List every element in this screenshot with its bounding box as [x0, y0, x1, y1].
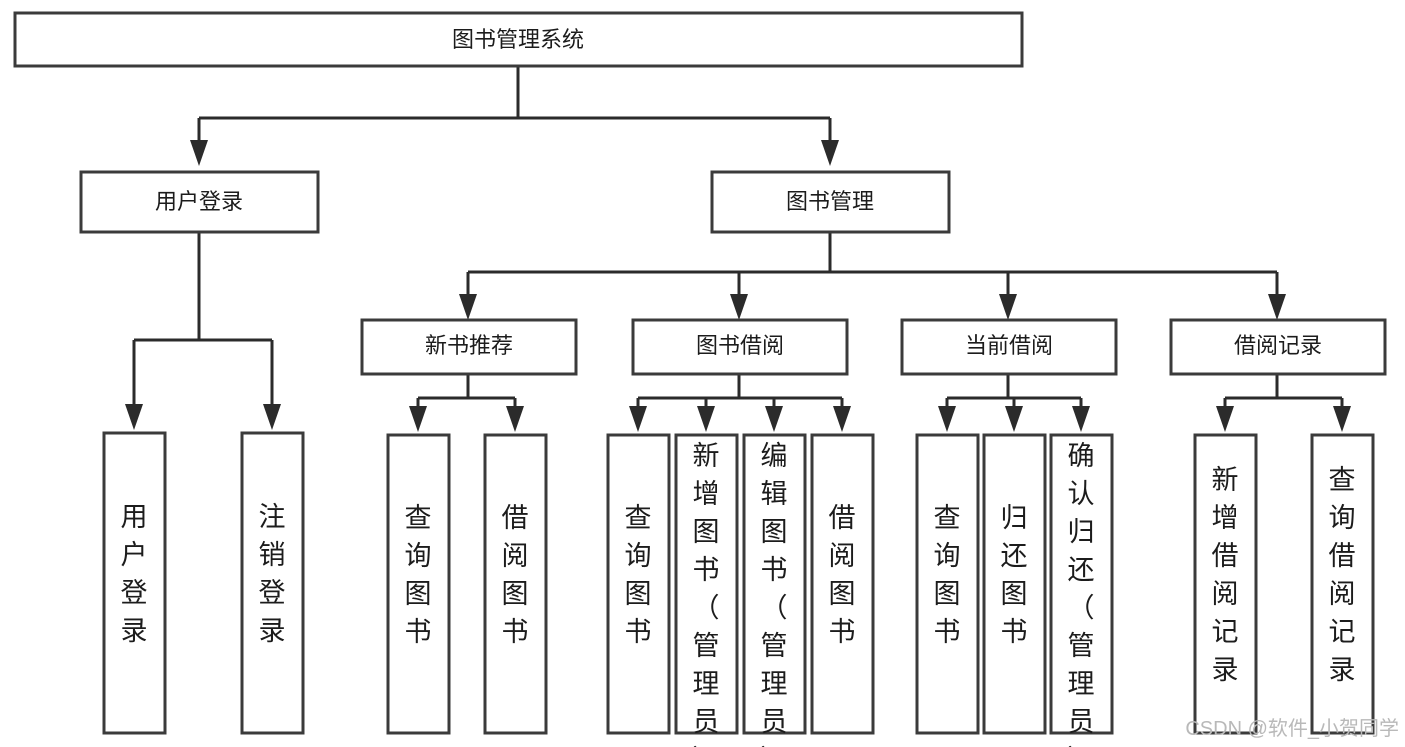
- connector-group-user-login: [125, 232, 281, 430]
- node-book-manage[interactable]: 图书管理: [710, 170, 951, 234]
- node-leaf-return-book-box[interactable]: [982, 433, 1047, 735]
- node-current-borrow-label: 当前借阅: [965, 333, 1053, 358]
- arrow-head-book-manage: [821, 140, 839, 166]
- arrow-head-book-borrow: [730, 294, 748, 320]
- arrow-head-leaf-confirm-return: [1072, 406, 1090, 432]
- node-root-box[interactable]: [13, 11, 1024, 68]
- node-current-borrow-box[interactable]: [900, 318, 1118, 376]
- node-leaf-return-book-label: 归还图书: [1001, 503, 1028, 647]
- node-leaf-query-record-label: 查询借阅记录: [1329, 465, 1356, 685]
- connector-group-borrow-record: [1216, 374, 1351, 432]
- node-leaf-query-book-3-box[interactable]: [915, 433, 980, 735]
- arrow-head-leaf-add-record: [1216, 406, 1234, 432]
- node-leaf-borrow-book-1-label: 借阅图书: [502, 503, 529, 647]
- node-user-login-label: 用户登录: [155, 189, 243, 214]
- arrow-head-borrow-record: [1268, 294, 1286, 320]
- node-leaf-borrow-book-1-box[interactable]: [483, 433, 548, 735]
- node-leaf-query-book-1-box[interactable]: [386, 433, 451, 735]
- node-leaf-borrow-book-2-label: 借阅图书: [829, 503, 856, 647]
- node-book-manage-box[interactable]: [710, 170, 951, 234]
- arrow-head-leaf-query-book-2: [629, 406, 647, 432]
- node-leaf-user-login-box[interactable]: [102, 431, 167, 735]
- arrow-head-new-book-recommend: [459, 294, 477, 320]
- node-leaf-query-book-2-label: 查询图书: [625, 503, 652, 647]
- node-new-book-recommend[interactable]: 新书推荐: [360, 318, 578, 376]
- node-leaf-add-record[interactable]: 新增借阅记录: [1193, 433, 1258, 735]
- node-leaf-add-book-box[interactable]: [674, 433, 739, 735]
- node-book-borrow-label: 图书借阅: [696, 333, 784, 358]
- node-root[interactable]: 图书管理系统: [13, 11, 1024, 68]
- node-leaf-confirm-return-box[interactable]: [1049, 433, 1114, 735]
- node-leaf-add-record-label: 新增借阅记录: [1212, 465, 1239, 685]
- node-leaf-return-book[interactable]: 归还图书: [982, 433, 1047, 735]
- connector-group-current-borrow: [938, 374, 1090, 432]
- node-borrow-record[interactable]: 借阅记录: [1169, 318, 1387, 376]
- node-new-book-recommend-label: 新书推荐: [425, 333, 513, 358]
- node-leaf-query-book-3[interactable]: 查询图书: [915, 433, 980, 735]
- arrow-head-user-login: [190, 140, 208, 166]
- node-leaf-query-book-2[interactable]: 查询图书: [606, 433, 671, 735]
- node-leaf-user-login[interactable]: 用户登录: [102, 431, 167, 735]
- node-leaf-borrow-book-1[interactable]: 借阅图书: [483, 433, 548, 735]
- arrow-head-leaf-user-login: [125, 404, 143, 430]
- arrow-head-leaf-query-record: [1333, 406, 1351, 432]
- node-book-borrow[interactable]: 图书借阅: [631, 318, 849, 376]
- node-book-manage-label: 图书管理: [786, 189, 874, 214]
- node-leaf-edit-book-label: 编辑图书（管理员）: [761, 441, 788, 747]
- node-current-borrow[interactable]: 当前借阅: [900, 318, 1118, 376]
- node-borrow-record-label: 借阅记录: [1234, 333, 1322, 358]
- arrow-head-leaf-borrow-book-2: [833, 406, 851, 432]
- node-leaf-query-book-1-label: 查询图书: [405, 503, 432, 647]
- arrow-head-leaf-edit-book: [765, 406, 783, 432]
- node-leaf-add-book-label: 新增图书（管理员）: [693, 441, 720, 747]
- arrow-head-leaf-query-book-3: [938, 406, 956, 432]
- arrow-head-leaf-return-book: [1005, 406, 1023, 432]
- node-borrow-record-box[interactable]: [1169, 318, 1387, 376]
- arrow-head-leaf-add-book: [697, 406, 715, 432]
- node-leaf-edit-book[interactable]: 编辑图书（管理员）: [742, 433, 807, 747]
- node-book-borrow-box[interactable]: [631, 318, 849, 376]
- node-leaf-query-book-2-box[interactable]: [606, 433, 671, 735]
- node-leaf-add-book[interactable]: 新增图书（管理员）: [674, 433, 739, 747]
- connector-group-book-borrow: [629, 374, 851, 432]
- arrow-head-leaf-borrow-book-1: [506, 406, 524, 432]
- node-leaf-user-logout[interactable]: 注销登录: [240, 431, 305, 735]
- node-leaf-borrow-book-2[interactable]: 借阅图书: [810, 433, 875, 735]
- node-leaf-query-book-3-label: 查询图书: [934, 503, 961, 647]
- node-leaf-borrow-book-2-box[interactable]: [810, 433, 875, 735]
- arrow-head-current-borrow: [999, 294, 1017, 320]
- arrow-head-leaf-query-book-1: [409, 406, 427, 432]
- node-leaf-query-book-1[interactable]: 查询图书: [386, 433, 451, 735]
- node-leaf-user-logout-box[interactable]: [240, 431, 305, 735]
- connector-group-root: [190, 66, 839, 166]
- node-new-book-recommend-box[interactable]: [360, 318, 578, 376]
- node-user-login-box[interactable]: [79, 170, 320, 234]
- connector-group-new-book-recommend: [409, 374, 524, 432]
- node-leaf-edit-book-box[interactable]: [742, 433, 807, 735]
- node-leaf-user-login-label: 用户登录: [121, 502, 148, 646]
- node-leaf-add-record-box[interactable]: [1193, 433, 1258, 735]
- node-root-label: 图书管理系统: [452, 27, 584, 52]
- watermark-text: CSDN @软件_小贺同学: [1185, 717, 1399, 740]
- node-leaf-query-record-box[interactable]: [1310, 433, 1375, 735]
- connector-group-book-manage: [459, 232, 1286, 320]
- arrow-head-leaf-user-logout: [263, 404, 281, 430]
- node-leaf-confirm-return[interactable]: 确认归还（管理员）: [1049, 433, 1114, 747]
- node-leaf-user-logout-label: 注销登录: [259, 502, 286, 646]
- node-user-login[interactable]: 用户登录: [79, 170, 320, 234]
- node-leaf-confirm-return-label: 确认归还（管理员）: [1068, 441, 1095, 747]
- node-leaf-query-record[interactable]: 查询借阅记录: [1310, 433, 1375, 735]
